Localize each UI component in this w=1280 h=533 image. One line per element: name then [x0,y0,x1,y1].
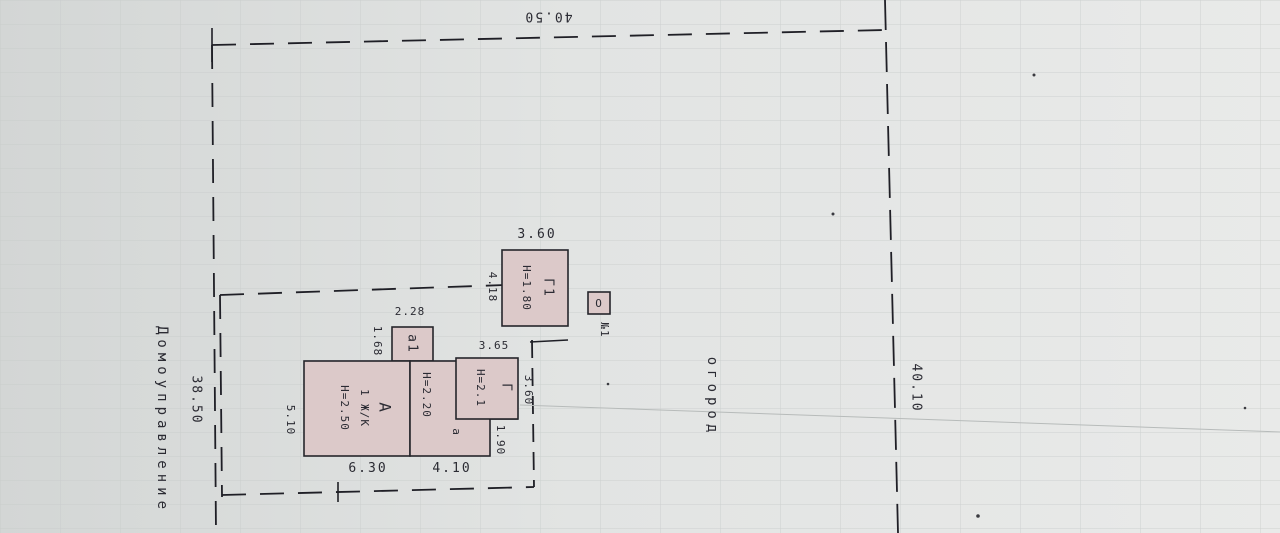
garage-g [455,357,519,420]
measure-line [519,404,1280,433]
house-height: Н=2.50 [338,385,351,431]
svg-text:А: А [376,402,395,414]
house-a [303,360,411,457]
svg-text:Н=1.80: Н=1.80 [520,265,533,311]
extension-height: Н=2.20 [420,372,433,418]
paper-specks [606,73,1247,518]
extension-length-label: 4.10 [432,461,471,476]
svg-text:38.50: 38.50 [189,375,204,424]
shed-height: Н=1.80 [520,265,533,311]
right-length-label: 40.10 [909,363,924,412]
shed-g1 [501,249,569,327]
svg-text:5.10: 5.10 [284,405,297,436]
top-length-label: 40.50 [523,9,572,24]
svg-text:1 Ж/К: 1 Ж/К [358,389,371,427]
garage-width-label: 3.60 [522,375,535,406]
svg-text:40.10: 40.10 [909,363,924,412]
house-floors: 1 Ж/К [358,389,371,427]
shed-length-label: 3.60 [517,227,556,242]
shed-letter: Г1 [541,278,556,298]
svg-text:3.60: 3.60 [522,375,535,406]
svg-text:№1: №1 [598,322,611,337]
svg-text:40.50: 40.50 [523,9,572,24]
svg-text:Н=2.1: Н=2.1 [474,369,487,407]
garage-side-label: 1.90 [494,425,507,456]
garage-height: Н=2.1 [474,369,487,407]
svg-text:а1: а1 [405,334,420,354]
porch-length-label: 2.28 [395,305,426,318]
garage-letter: Г [499,383,514,393]
street-label: Домоуправление [154,326,170,514]
svg-text:Г: Г [499,383,514,393]
svg-text:1.90: 1.90 [494,425,507,456]
garden-label: огород [704,357,720,438]
extension-letter: а [450,428,463,436]
svg-text:Г1: Г1 [541,278,556,298]
svg-text:Н=2.20: Н=2.20 [420,372,433,418]
house-width-label: 5.10 [284,405,297,436]
svg-text:а: а [450,428,463,436]
house-length-label: 6.30 [348,461,387,476]
well-number: №1 [598,322,611,337]
porch-letter: а1 [405,334,420,354]
svg-text:Н=2.50: Н=2.50 [338,385,351,431]
porch-a1 [391,326,434,362]
well-1 [587,291,611,315]
garage-length-label: 3.65 [479,339,510,352]
shed-width-label: 4.18 [486,272,499,303]
svg-text:огород: огород [704,357,720,438]
house-letter: А [376,402,395,414]
yard-boundary [219,284,569,502]
svg-text:4.18: 4.18 [486,272,499,303]
well-letter: О [595,297,603,310]
plot-boundary [211,0,899,533]
porch-width-label: 1.68 [371,326,384,357]
svg-text:1.68: 1.68 [371,326,384,357]
left-length-label: 38.50 [189,375,204,424]
svg-text:Домоуправление: Домоуправление [154,326,170,514]
